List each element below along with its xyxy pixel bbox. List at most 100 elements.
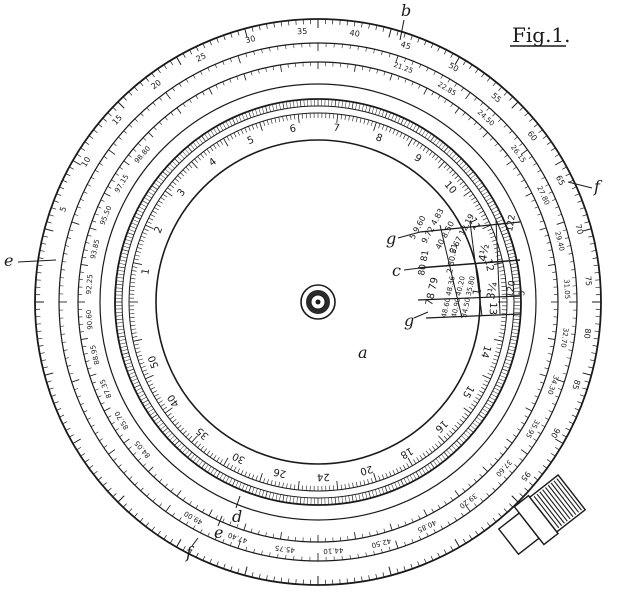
d-ring-tick	[213, 127, 218, 135]
inner-scale-tick	[174, 422, 179, 426]
e-ring-tick	[468, 116, 472, 121]
d-ring-tick	[365, 492, 368, 500]
e-ring-tick	[176, 107, 182, 114]
d-ring-tick	[504, 239, 512, 242]
inner-scale-tick	[158, 200, 163, 204]
f-ring-tick	[498, 118, 502, 122]
outer-tick	[546, 459, 552, 463]
f-ring-tick	[486, 107, 490, 111]
inner-scale-tick	[438, 441, 442, 446]
outer-tick	[176, 539, 182, 548]
e-ring-tick	[534, 395, 539, 398]
f-ring-tick	[551, 198, 556, 202]
inner-scale-tick	[363, 480, 366, 486]
e-ring-tick	[107, 415, 112, 418]
outer-tick	[244, 566, 248, 576]
outer-tick	[182, 53, 186, 58]
outer-tick	[424, 558, 427, 564]
middle-ring-number: 42.50	[370, 536, 391, 549]
window-lower-0: 78 79	[424, 276, 441, 306]
inner-scale-tick	[167, 413, 172, 417]
inner-scale-tick	[156, 397, 161, 401]
outer-tick	[223, 35, 226, 41]
outer-tick	[97, 476, 103, 481]
outer-tick	[475, 68, 479, 74]
knurl-line	[547, 484, 574, 518]
outer-tick	[462, 538, 467, 544]
inner-scale-tick	[150, 214, 156, 218]
inner-scale-digit: 13	[487, 302, 498, 315]
e-ring-tick	[97, 395, 102, 398]
inner-scale-tick	[255, 123, 258, 129]
outer-tick	[554, 446, 560, 451]
e-ring-tick	[128, 446, 132, 450]
outer-tick	[102, 482, 107, 487]
outer-tick	[592, 345, 598, 347]
inner-scale-tick	[237, 468, 240, 474]
d-ring-tick	[371, 490, 375, 498]
f-ring-tick	[395, 55, 399, 64]
e-ring-tick	[250, 71, 253, 76]
inner-scale-tick	[206, 148, 211, 154]
inner-scale-digit: 3	[176, 187, 189, 199]
ref-f-bottom: f	[185, 543, 195, 562]
e-ring-tick	[369, 67, 371, 72]
e-ring-tick	[87, 367, 92, 370]
d-ring-tick	[125, 235, 133, 239]
e-ring-tick	[159, 121, 163, 126]
f-ring-tick	[118, 136, 122, 140]
e-ring-tick	[250, 528, 253, 533]
f-ring-tick	[222, 61, 225, 66]
inner-scale-tick	[182, 169, 187, 174]
left-ring-number: 92.25	[85, 274, 95, 295]
d-ring-tick	[119, 259, 127, 262]
d-ring-tick	[137, 390, 144, 395]
outer-tick	[288, 578, 290, 584]
d-ring-tick	[480, 411, 487, 416]
inner-scale-tick	[389, 471, 392, 477]
f-ring-tick	[492, 112, 496, 117]
d-ring-tick	[127, 368, 134, 372]
outer-ring-number: 80	[582, 328, 592, 339]
outer-tick	[529, 117, 534, 122]
d-ring-tick	[118, 266, 126, 269]
outer-tick	[69, 166, 74, 170]
d-ring-tick	[474, 419, 481, 425]
adjustment-knob[interactable]	[494, 473, 587, 560]
inner-scale-tick	[233, 132, 237, 138]
inner-scale-tick	[367, 479, 370, 485]
e-ring-tick	[397, 523, 400, 528]
window-values: 5 9.60 9.72 4.83 40 8.50 2.67 12.19 80 8…	[408, 207, 527, 318]
inner-scale-tick	[451, 172, 456, 177]
d-ring-tick	[272, 492, 275, 500]
inner-scale-tick	[130, 320, 136, 323]
e-ring-tick	[272, 66, 275, 71]
d-ring-tick	[289, 100, 291, 108]
inner-scale-tick	[416, 457, 420, 462]
outer-tick	[209, 558, 212, 564]
d-ring-tick	[164, 430, 171, 436]
d-ring-tick	[231, 479, 236, 487]
d-ring-tick	[433, 137, 438, 144]
inner-scale-tick	[459, 181, 464, 185]
outer-tick	[542, 135, 548, 139]
outer-tick	[533, 476, 539, 481]
inner-scale-tick	[150, 386, 156, 390]
d-ring-tick	[467, 427, 474, 433]
inner-scale-tick	[177, 424, 182, 429]
d-ring-tick	[124, 362, 132, 365]
e-ring-tick	[132, 148, 137, 152]
inner-scale-tick	[282, 482, 284, 488]
d-ring-tick	[120, 345, 128, 348]
f-ring-tick	[426, 67, 429, 72]
inner-scale-digit: 40	[166, 392, 182, 409]
e-ring-tick	[272, 533, 275, 538]
f-ring-tick	[545, 184, 549, 187]
e-ring-tick	[548, 338, 556, 340]
outer-tick	[555, 160, 564, 166]
outer-tick	[498, 513, 503, 518]
outer-tick	[574, 408, 580, 411]
inner-scale-tick	[138, 358, 144, 361]
f-ring-tick	[545, 417, 549, 420]
d-ring-tick	[119, 342, 127, 345]
